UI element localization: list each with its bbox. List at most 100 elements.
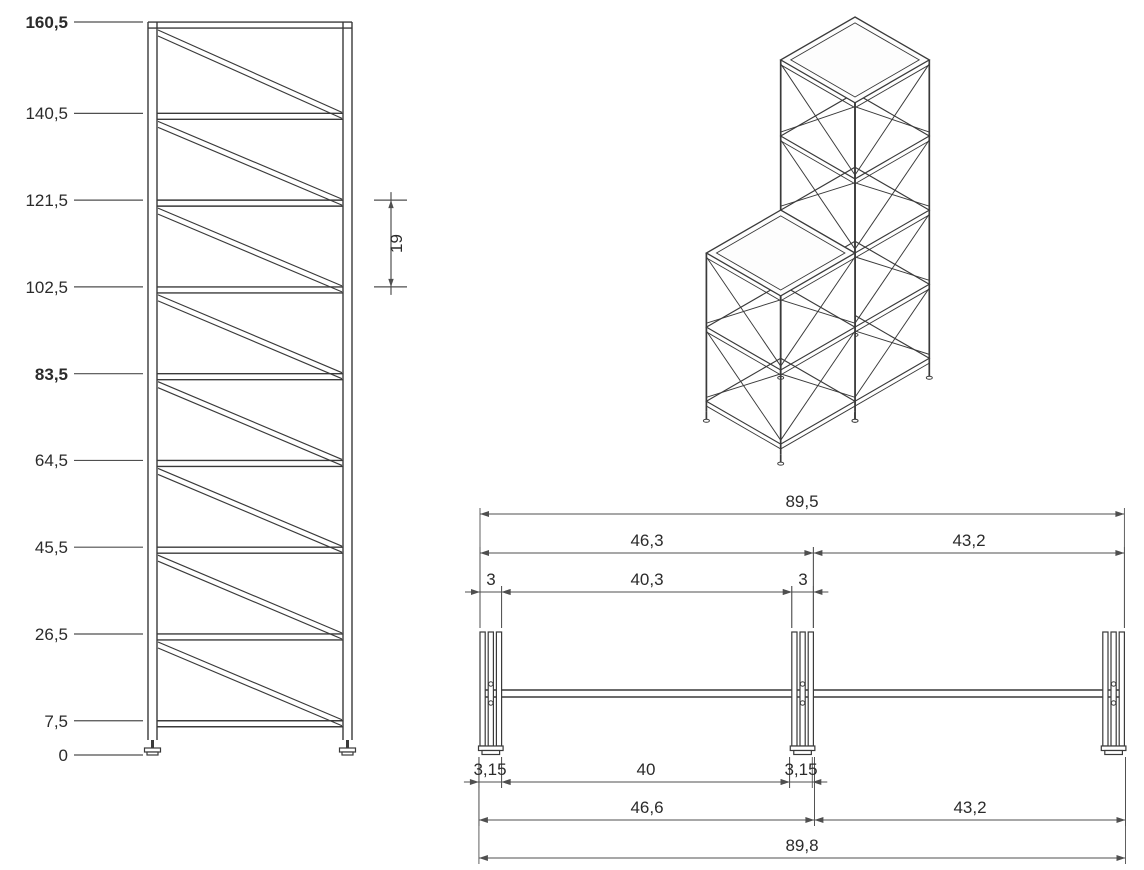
iso-shelf-thickness (706, 331, 781, 376)
brace-line (157, 554, 343, 634)
iso-shelf-thickness (780, 140, 856, 185)
elevation-side-dim-label: 19 (387, 234, 406, 253)
iso-shelf-thickness (854, 64, 930, 109)
leg-post (1118, 631, 1125, 747)
iso-shelf-thickness (780, 331, 856, 376)
leg-foot-plate (477, 745, 504, 752)
elevation-level-label: 45,5 (35, 538, 68, 557)
plan-view (463, 508, 1127, 864)
leg-post (479, 631, 486, 747)
plan-dim-label: 40,3 (630, 570, 663, 589)
plan-dim-label: 3 (486, 570, 495, 589)
iso-brace (780, 63, 856, 176)
adjuster-hole (1110, 681, 1117, 687)
dimension-arrow (388, 200, 394, 209)
dimension-arrow (1115, 511, 1125, 517)
brace-line (157, 641, 343, 721)
adjuster-hole (799, 700, 806, 706)
dimension-arrow (782, 589, 792, 595)
iso-shelf-thickness (854, 288, 930, 333)
dimension-arrow (388, 278, 394, 287)
elevation-level-label: 83,5 (35, 365, 68, 384)
leg-foot-plate (789, 745, 816, 752)
dimension-arrow (478, 817, 488, 823)
iso-brace (854, 139, 930, 250)
elevation-level-label: 0 (59, 746, 68, 765)
brace-line (157, 35, 343, 119)
plan-dim-label: 43,2 (953, 798, 986, 817)
plan-dim-label: 46,6 (630, 798, 663, 817)
adjuster-hole (488, 681, 494, 687)
leg-post (1110, 631, 1117, 747)
dimension-arrow (805, 817, 815, 823)
iso-shelf-thickness (780, 405, 856, 450)
plan-dim-label: 89,5 (785, 492, 818, 511)
elevation-view (74, 21, 407, 756)
elevation-level-label: 7,5 (44, 712, 68, 731)
leg-foot-base (793, 749, 812, 756)
brace-line (157, 294, 343, 374)
elevation-level-label: 160,5 (25, 13, 68, 32)
leg-post (495, 631, 503, 747)
elevation-level-label: 26,5 (35, 625, 68, 644)
elevation-level-label: 64,5 (35, 451, 68, 470)
iso-shelf-edge (779, 92, 931, 180)
iso-brace (854, 63, 930, 176)
dimension-arrow (478, 855, 488, 861)
brace-line (157, 300, 343, 380)
dimension-arrow (471, 589, 480, 595)
iso-brace (780, 139, 856, 250)
brace-line (157, 29, 343, 113)
dimension-arrow (813, 550, 823, 556)
elevation-level-label: 140,5 (25, 104, 68, 123)
plan-dim-label: 3,15 (473, 760, 506, 779)
plan-dim-label: 3 (798, 570, 807, 589)
elevation-level-label: 121,5 (25, 191, 68, 210)
iso-shelf-edge (705, 283, 857, 371)
iso-foot (851, 418, 859, 423)
iso-brace (706, 256, 782, 367)
leg-post (1102, 631, 1109, 747)
adjuster-hole (1110, 700, 1117, 706)
iso-brace (854, 287, 930, 398)
iso-brace (780, 256, 856, 367)
brace-line (157, 207, 343, 287)
iso-shelf-thickness (854, 362, 930, 407)
iso-shelf-panel (715, 215, 846, 291)
brace-line (157, 387, 343, 466)
iso-shelf-edge (705, 357, 857, 445)
leg-post (791, 631, 798, 747)
dimension-arrow (814, 817, 824, 823)
dimension-arrow (480, 550, 489, 556)
dimension-arrow (780, 779, 790, 785)
iso-shelf-face (705, 209, 857, 297)
dimension-arrow (501, 779, 511, 785)
brace-line (157, 560, 343, 640)
adjuster-hole (488, 700, 494, 706)
leg-post (487, 631, 495, 747)
brace-line (157, 381, 343, 460)
leg-foot-plate (1100, 745, 1127, 752)
dimension-arrow (1116, 817, 1126, 823)
dimension-arrow (804, 550, 814, 556)
dimension-arrow (813, 589, 823, 595)
dimension-arrow (480, 511, 489, 517)
plan-dim-label: 40 (637, 760, 656, 779)
iso-foot (777, 461, 785, 466)
elevation-level-label: 102,5 (25, 278, 68, 297)
leg-foot-base (481, 749, 501, 756)
brace-line (157, 126, 343, 206)
iso-shelf-thickness (854, 140, 930, 185)
leg-post (799, 631, 806, 747)
dimension-arrow (1115, 550, 1125, 556)
leg-foot-base (1104, 749, 1124, 756)
dimension-arrow (812, 779, 822, 785)
iso-foot (925, 375, 933, 380)
iso-shelf-panel (789, 22, 921, 98)
foot-base (341, 751, 354, 756)
iso-shelf-thickness (706, 257, 781, 302)
brace-line (157, 473, 343, 553)
iso-shelf-face (779, 16, 931, 104)
